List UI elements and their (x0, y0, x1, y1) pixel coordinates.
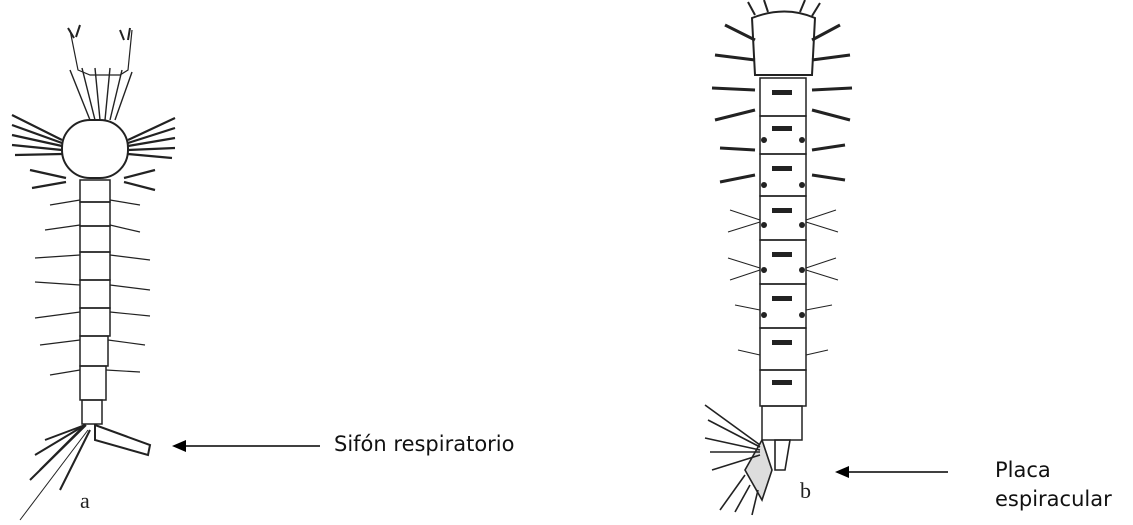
panel-a-letter: a (80, 488, 90, 514)
panel-b-letter: b (800, 478, 811, 504)
callout-spiracular-plate: Placa espiracular (995, 456, 1112, 514)
arrow-left-icon (835, 462, 950, 482)
callout-siphon: Sifón respiratorio (334, 430, 515, 459)
callout-spiracular-line1: Placa (995, 456, 1112, 485)
arrow-left-icon (172, 436, 322, 456)
callout-siphon-text: Sifón respiratorio (334, 432, 515, 456)
larva-b-drawing (700, 0, 870, 525)
callout-spiracular-line2: espiracular (995, 485, 1112, 514)
